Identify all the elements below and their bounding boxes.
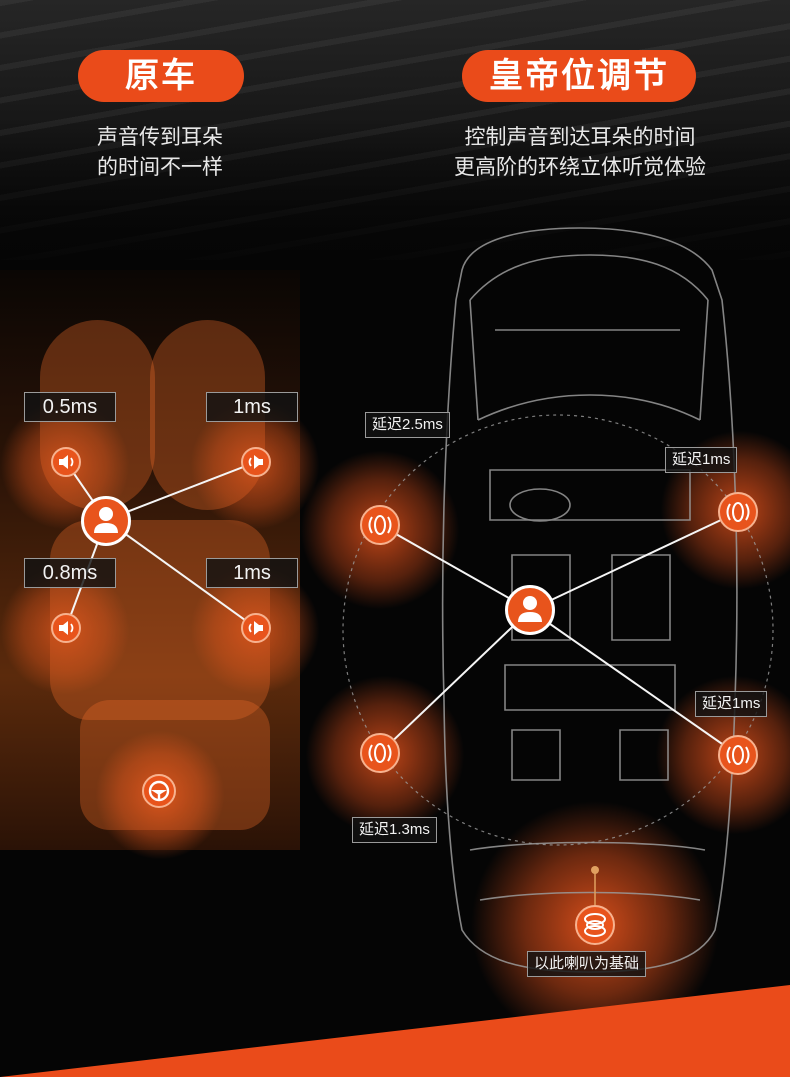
delay-label: 延迟1ms xyxy=(695,691,768,717)
speaker-rear-left xyxy=(360,733,400,773)
delay-label: 0.8ms xyxy=(24,558,116,588)
delay-label: 0.5ms xyxy=(24,392,116,422)
listener-left xyxy=(81,496,131,546)
speaker-icon xyxy=(726,502,750,522)
delay-label: 1ms xyxy=(206,392,298,422)
speaker-icon xyxy=(248,455,263,469)
delay-label: 延迟2.5ms xyxy=(365,412,450,438)
bottom-accent-band xyxy=(0,985,790,1077)
speaker-icon xyxy=(248,621,263,635)
speaker-icon xyxy=(368,743,392,763)
speaker-front-right xyxy=(718,492,758,532)
speaker-front-right xyxy=(241,447,271,477)
emperor-seat-subtitle: 控制声音到达耳朵的时间 更高阶的环绕立体听觉体验 xyxy=(400,122,760,182)
speaker-front-left xyxy=(360,505,400,545)
base-woofer xyxy=(575,905,615,945)
emperor-seat-title: 皇帝位调节 xyxy=(462,50,696,102)
delay-label: 延迟1.3ms xyxy=(352,817,437,843)
subtitle-line: 的时间不一样 xyxy=(97,155,223,179)
speaker-icon xyxy=(726,745,750,765)
speaker-front-left xyxy=(51,447,81,477)
steering-wheel xyxy=(142,774,176,808)
delay-label: 1ms xyxy=(206,558,298,588)
speaker-icon xyxy=(59,455,74,469)
woofer-icon xyxy=(584,913,606,937)
subtitle-line: 控制声音到达耳朵的时间 xyxy=(464,125,696,149)
person-icon xyxy=(518,596,542,622)
base-speaker-label: 以此喇叭为基础 xyxy=(527,951,647,977)
speaker-rear-right xyxy=(241,613,271,643)
subtitle-line: 更高阶的环绕立体听觉体验 xyxy=(454,155,706,179)
speaker-icon xyxy=(368,515,392,535)
delay-label: 延迟1ms xyxy=(665,447,738,473)
mixer-background-fade xyxy=(0,120,790,280)
subtitle-line: 声音传到耳朵 xyxy=(97,125,223,149)
speaker-rear-right xyxy=(718,735,758,775)
listener-right xyxy=(505,585,555,635)
original-car-subtitle: 声音传到耳朵 的时间不一样 xyxy=(40,122,280,182)
speaker-rear-left xyxy=(51,613,81,643)
person-icon xyxy=(94,507,118,533)
original-car-title: 原车 xyxy=(78,50,244,102)
speaker-icon xyxy=(59,621,74,635)
steering-wheel-icon xyxy=(148,780,170,802)
